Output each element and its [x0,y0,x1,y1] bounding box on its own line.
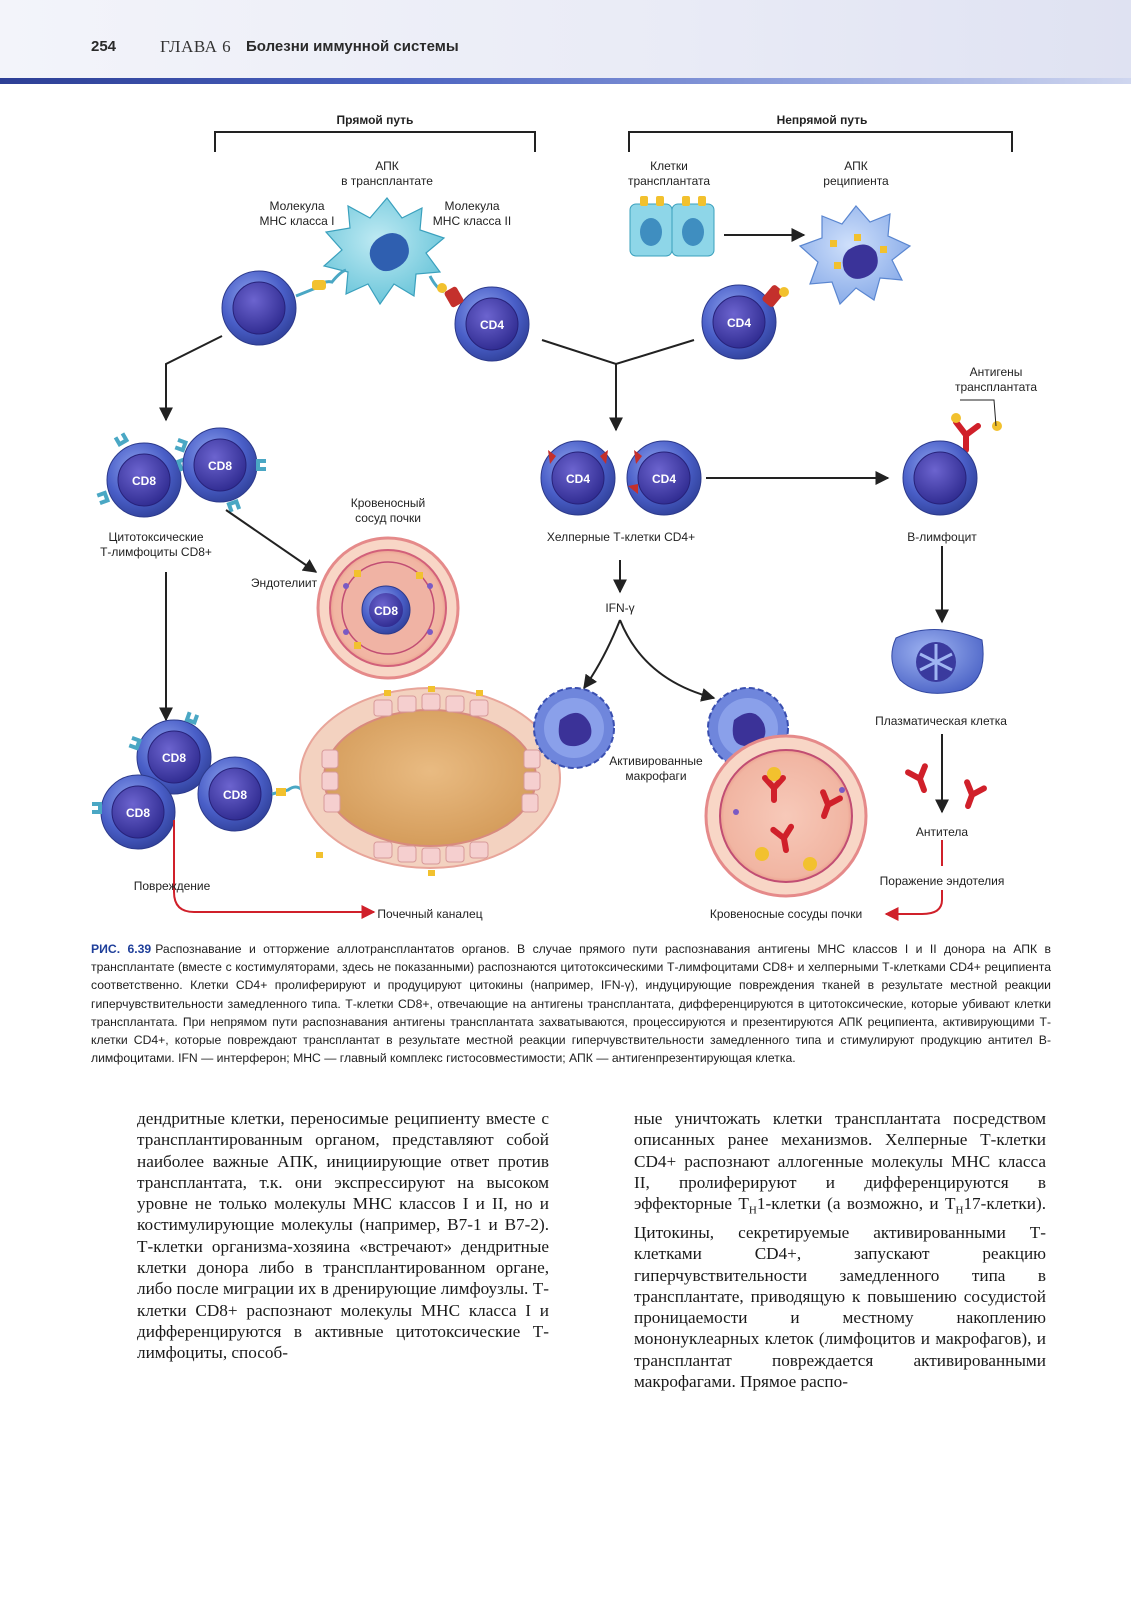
graft-cells-label-1: Клетки [650,159,688,173]
mhc1-label-1: Молекула [269,199,324,213]
cd4-t-cell-indirect: CD4 [701,284,777,360]
activated-macrophage-1 [533,687,615,769]
cd4-label: CD4 [652,472,676,486]
cd4-label: CD4 [566,472,590,486]
tubule-label: Почечный каналец [377,907,482,921]
cd8-label: CD8 [374,604,398,618]
cd4-helper-cell-2: CD4 [626,440,702,516]
plasma-cell-label: Плазматическая клетка [875,714,1007,728]
subscript-h: Н [748,1204,757,1217]
cd8-label: CD8 [223,788,247,802]
damage-label: Повреждение [134,879,211,893]
apc-graft-label-1: АПК [375,159,398,173]
b-cell-label: В-лимфоцит [907,530,977,544]
b-lymphocyte [902,440,978,516]
kidney-vessel-damaged [704,734,868,898]
chapter-label: ГЛАВА 6 [160,37,232,56]
vessel-label-2: сосуд почки [355,511,421,525]
cd8-label: CD8 [208,459,232,473]
cd4-label: CD4 [727,316,751,330]
header-rule [0,78,1131,84]
graft-cells-label-2: трансплантата [628,174,710,188]
mhc2-label-2: МНС класса II [433,214,511,228]
antibodies-label: Антитела [916,825,968,839]
indirect-path-label: Непрямой путь [777,113,868,127]
apc-graft-cell [322,197,446,306]
activated-label-1: Активированные [609,754,703,768]
subscript-h: Н [955,1204,964,1217]
endothelial-damage-label: Поражение эндотелия [880,874,1005,888]
ctl-label-1: Цитотоксические [108,530,203,544]
direct-path-label: Прямой путь [337,113,414,127]
caption-text: Распознавание и отторжение аллотрансплан… [91,942,1051,1066]
body-column-right: ные уничтожать клетки трансплантата поср… [634,1108,1046,1392]
page-header: 254 ГЛАВА 6 Болезни иммунной системы [0,0,1131,84]
ifn-label: IFN-γ [605,601,634,615]
mhc2-molecule [437,283,447,293]
mhc1-molecule [312,280,326,290]
apc-recipient-cell [798,205,912,306]
plasma-cell [891,629,984,694]
body-text-right-c: 17-клетки). Цитокины, секретируемые акти… [634,1194,1047,1391]
antibody-icon [908,766,932,793]
body-text-right: ные уничтожать клетки трансплантата поср… [634,1108,1046,1392]
cd8-t-cell-direct [221,270,297,346]
mhc1-label-2: МНС класса I [259,214,334,228]
antigen-receptor-icon [953,419,981,453]
helper-label: Хелперные Т-клетки CD4+ [547,530,695,544]
antibody-icon [960,782,984,809]
cd4-label: CD4 [480,318,504,332]
cd8-label: CD8 [132,474,156,488]
graft-cells [629,196,715,257]
body-text-right-b: 1-клетки (а возможно, и Т [756,1194,956,1214]
endothelium-label: Эндотелиит [251,576,318,590]
cd8-t-cell-4: CD8 [92,774,176,850]
apc-recipient-label-2: реципиента [823,174,889,188]
indirect-path-bracket: Непрямой путь [628,113,1013,152]
graft-antigens-label-2: трансплантата [955,380,1037,394]
chapter-title: Болезни иммунной системы [246,38,459,55]
apc-recipient-label-1: АПК [844,159,867,173]
cd8-t-cell-5: CD8 [197,756,273,832]
caption-id: РИС. 6.39 [91,942,152,956]
mhc2-label-1: Молекула [444,199,499,213]
page-number: 254 [91,38,117,55]
activated-label-2: макрофаги [625,769,686,783]
figure-illustration: Прямой путь Непрямой путь АПК в транспла… [92,113,1037,940]
graft-antigens-label-1: Антигены [970,365,1023,379]
apc-graft-label-2: в трансплантате [341,174,433,188]
kidney-vessel: CD8 [316,536,460,680]
cd8-label: CD8 [126,806,150,820]
kidney-tubule [299,686,561,876]
body-text-right-a: ные уничтожать клетки трансплантата поср… [634,1109,1046,1214]
figure-6-39: Прямой путь Непрямой путь АПК в транспла… [84,100,1064,940]
body-text-left: дендритные клетки, переносимые реципиент… [137,1109,549,1363]
cd8-t-cell-1: CD8 [96,432,190,518]
vessels-label: Кровеносные сосуды почки [710,907,862,921]
cd8-label: CD8 [162,751,186,765]
cd8-t-cell-3: CD8 [128,711,212,795]
vessel-label-1: Кровеносный [351,496,426,510]
cd4-helper-cell-1: CD4 [540,440,616,516]
ctl-label-2: Т-лимфоциты CD8+ [100,545,212,559]
cd4-t-cell-direct: CD4 [454,286,530,362]
cd8-t-cell-2: CD8 [174,427,266,513]
direct-path-bracket: Прямой путь [214,113,536,152]
body-column-left: дендритные клетки, переносимые реципиент… [137,1108,549,1364]
